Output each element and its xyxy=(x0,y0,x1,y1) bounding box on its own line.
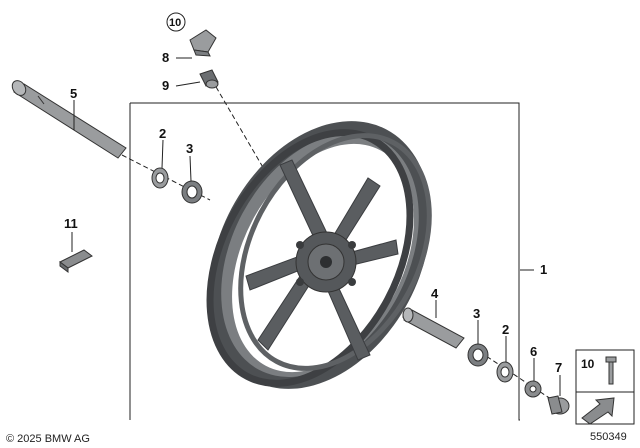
callout-9: 9 xyxy=(162,78,169,93)
inset-part-10: 10 xyxy=(575,349,635,393)
part-5-axle xyxy=(11,80,127,159)
callout-10: 10 xyxy=(169,17,181,29)
callout-8: 8 xyxy=(162,50,169,65)
callout-11: 11 xyxy=(64,216,78,231)
part-3-left-bearing xyxy=(181,180,203,204)
part-9-valve xyxy=(199,69,219,89)
leader-lines xyxy=(71,57,561,396)
part-3-right-bearing xyxy=(467,343,489,367)
wheel-hub xyxy=(295,231,357,293)
copyright-text: © 2025 BMW AG xyxy=(6,433,90,445)
callout-3-left: 3 xyxy=(186,141,193,156)
part-4-spacer xyxy=(402,307,465,349)
part-2-right-ring xyxy=(496,361,514,383)
callout-4: 4 xyxy=(431,286,439,301)
diagram-id: 550349 xyxy=(590,431,627,443)
part-2-left-ring xyxy=(151,167,169,189)
callout-6: 6 xyxy=(530,344,537,359)
callout-1: 1 xyxy=(540,262,547,277)
part-6-nut xyxy=(524,380,542,398)
part-8-valve-bracket xyxy=(189,29,217,57)
part-7-bolt xyxy=(547,395,570,415)
callout-2-right: 2 xyxy=(502,322,509,337)
callout-10-circle xyxy=(166,12,186,32)
callout-7: 7 xyxy=(555,360,562,375)
callout-5: 5 xyxy=(70,86,77,101)
direction-arrow-icon xyxy=(575,391,635,425)
callout-3-right: 3 xyxy=(473,306,480,321)
assembly-frame xyxy=(129,102,520,421)
callout-2-left: 2 xyxy=(159,126,166,141)
part-11-balance-weight xyxy=(59,249,93,273)
callout-10-inset: 10 xyxy=(581,357,595,371)
